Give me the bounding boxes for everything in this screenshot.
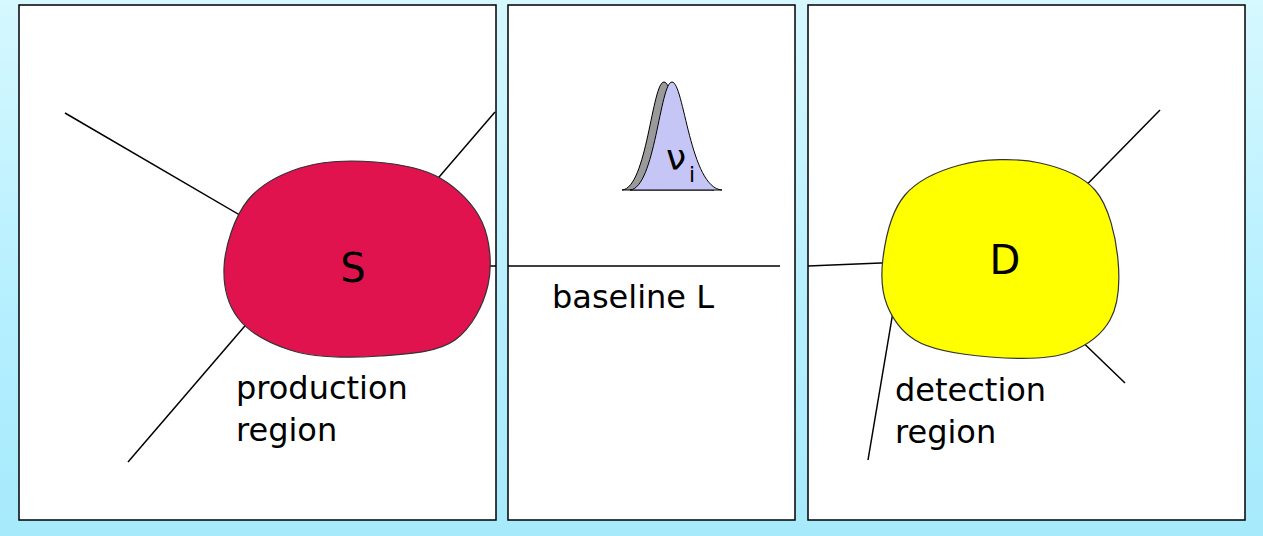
blob-letter: S	[340, 242, 365, 294]
region-label: production region	[236, 368, 476, 451]
wave-packet	[630, 82, 722, 190]
panel	[808, 5, 1245, 520]
blob-shape	[882, 160, 1119, 359]
mass-index: i	[689, 163, 695, 187]
blob-shape	[224, 161, 490, 357]
region-blob: Ddetection region	[880, 158, 1129, 458]
blob-letter: D	[990, 234, 1021, 286]
particle-line	[128, 320, 250, 462]
panel	[19, 5, 496, 520]
particle-line	[65, 113, 262, 228]
region-blob: Sproduction region	[222, 158, 492, 458]
panel	[508, 5, 795, 520]
baseline-label: baseline L	[552, 280, 714, 315]
particle-line	[868, 300, 895, 460]
neutrino-symbol: ν	[666, 138, 686, 178]
baseline-line	[508, 265, 780, 267]
region-label: detection region	[895, 370, 1129, 453]
